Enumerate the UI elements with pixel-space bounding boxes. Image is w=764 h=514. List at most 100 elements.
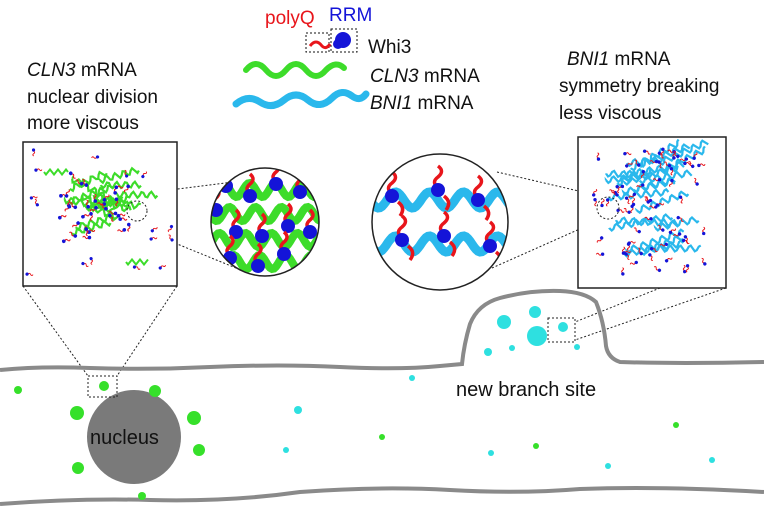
polyq-tail bbox=[670, 228, 676, 232]
rrm-head bbox=[599, 236, 604, 240]
green-droplet bbox=[72, 462, 84, 474]
polyq-tail bbox=[67, 199, 71, 206]
polyq-tail bbox=[630, 207, 634, 214]
whi3-molecule bbox=[593, 197, 597, 207]
whi3-molecule bbox=[29, 195, 38, 200]
polyq-tail bbox=[621, 246, 626, 253]
cln3-panel-frame bbox=[22, 141, 178, 287]
whi3-molecule bbox=[89, 205, 98, 212]
rrm-head bbox=[593, 197, 597, 202]
whi3-molecule bbox=[621, 267, 625, 276]
rrm-head bbox=[678, 195, 683, 199]
bni1-mrna-strand bbox=[635, 138, 680, 169]
polyq-tail bbox=[659, 243, 666, 247]
polyq-tail bbox=[645, 150, 651, 155]
polyq-tail bbox=[629, 241, 636, 244]
whi3-molecule bbox=[69, 231, 78, 238]
whi3-label: Whi3 bbox=[368, 37, 411, 58]
polyq-tail bbox=[638, 247, 641, 253]
rrm-head bbox=[251, 259, 265, 273]
bni1-mrna-legend-icon bbox=[232, 89, 370, 109]
right-caption-line3: less viscous bbox=[559, 103, 661, 124]
cln3-droplet-panel bbox=[22, 141, 178, 287]
rrm-head bbox=[303, 225, 317, 239]
polyq-tail bbox=[663, 161, 669, 166]
polyq-tail bbox=[97, 202, 104, 206]
polyq-tail bbox=[127, 225, 131, 232]
polyq-tail bbox=[640, 172, 645, 179]
rrm-head bbox=[67, 204, 72, 209]
polyq-tail bbox=[631, 197, 636, 204]
rrm-head bbox=[25, 272, 29, 276]
green-droplet bbox=[187, 411, 201, 425]
whi3-molecule bbox=[67, 199, 72, 209]
rrm-label: RRM bbox=[329, 5, 372, 26]
whi3-molecule bbox=[697, 163, 706, 168]
whi3-molecule bbox=[628, 192, 637, 198]
polyq-tail bbox=[702, 226, 706, 233]
whi3-molecule bbox=[158, 264, 166, 270]
polyq-tail bbox=[626, 254, 630, 260]
rrm-head bbox=[615, 185, 619, 189]
whi3-molecule bbox=[93, 193, 98, 203]
rrm-head bbox=[431, 183, 445, 197]
rrm-head bbox=[437, 229, 451, 243]
rrm-head bbox=[631, 202, 636, 207]
polyq-tail bbox=[168, 234, 172, 240]
polyq-tail bbox=[627, 162, 633, 166]
polyq-tail bbox=[636, 185, 643, 188]
whi3-molecule bbox=[664, 257, 673, 263]
polyq-tail bbox=[110, 216, 114, 222]
whi3-rrm-lobe-icon bbox=[333, 39, 343, 49]
polyq-tail bbox=[69, 202, 75, 208]
right-panel-caption: BNI1 mRNA symmetry breaking less viscous bbox=[559, 49, 720, 124]
rrm-head bbox=[35, 203, 39, 207]
whi3-molecule bbox=[57, 215, 67, 220]
rrm-head bbox=[634, 260, 638, 265]
connector-line bbox=[574, 287, 727, 341]
rrm-head bbox=[703, 262, 707, 266]
rrm-head bbox=[697, 163, 701, 168]
rrm-head bbox=[61, 239, 66, 244]
whi3-molecule bbox=[673, 151, 680, 159]
polyq-tail bbox=[626, 244, 631, 251]
left-panel-caption: CLN3 mRNA nuclear division more viscous bbox=[27, 60, 158, 134]
polyq-tail bbox=[644, 216, 651, 221]
polyq-tail bbox=[160, 264, 166, 268]
whi3-molecule bbox=[114, 197, 119, 207]
whi3-molecule bbox=[91, 155, 100, 159]
polyq-tail bbox=[659, 162, 662, 169]
bni1-droplet-panel bbox=[577, 136, 727, 289]
bni1-zoom-circle bbox=[596, 196, 620, 220]
rrm-head bbox=[661, 228, 665, 232]
polyq-tail bbox=[612, 190, 617, 195]
polyq-tail bbox=[596, 238, 602, 243]
green-droplet bbox=[379, 434, 385, 440]
cell-droplets bbox=[14, 306, 715, 500]
whi3-molecule bbox=[625, 162, 633, 168]
whi3-molecule bbox=[653, 266, 662, 272]
bni1-mrna-strand bbox=[616, 168, 652, 187]
cln3-zoom-circle bbox=[126, 200, 148, 222]
branch-zoom-box bbox=[547, 317, 576, 343]
rrm-head bbox=[692, 156, 696, 160]
rrm-head bbox=[641, 183, 645, 187]
polyq-tail bbox=[448, 240, 457, 258]
polyq-tail bbox=[119, 213, 126, 217]
whi3-molecule bbox=[682, 264, 687, 274]
whi3-molecule bbox=[69, 202, 78, 210]
connector-line bbox=[574, 287, 661, 323]
whi3-molecule bbox=[623, 207, 631, 214]
polyq-tail bbox=[85, 229, 89, 237]
whi3-molecule bbox=[640, 170, 645, 179]
rrm-head bbox=[600, 203, 604, 208]
bni1-mrna-strand bbox=[624, 228, 685, 255]
whi3-molecule bbox=[72, 221, 80, 228]
rrm-head bbox=[664, 242, 668, 247]
rrm-head bbox=[59, 194, 63, 198]
rrm-head bbox=[637, 163, 641, 167]
cln3-mrna-strand bbox=[74, 213, 116, 232]
rrm-head bbox=[683, 269, 687, 274]
rrm-head bbox=[89, 211, 93, 216]
